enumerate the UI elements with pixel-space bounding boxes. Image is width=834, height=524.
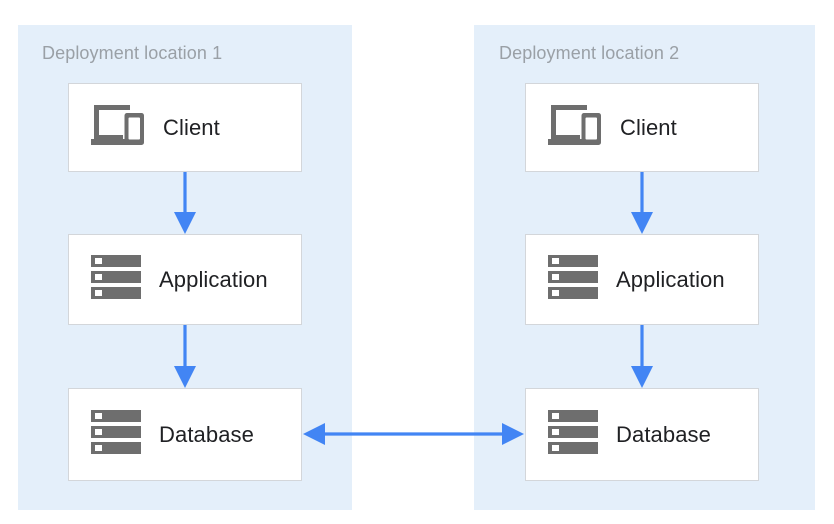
- application-2-label: Application: [616, 266, 725, 292]
- client-2-node[interactable]: Client: [525, 83, 759, 172]
- client-1-label: Client: [163, 114, 220, 140]
- application-1-node[interactable]: Application: [68, 234, 302, 325]
- server-icon: [548, 408, 598, 461]
- database-1-label: Database: [159, 421, 254, 447]
- server-icon: [91, 253, 141, 306]
- deployment-location-2-title: Deployment location 2: [499, 43, 680, 63]
- client-2-label: Client: [620, 114, 677, 140]
- application-1-label: Application: [159, 266, 268, 292]
- application-2-node[interactable]: Application: [525, 234, 759, 325]
- server-icon: [548, 253, 598, 306]
- devices-icon: [91, 101, 145, 154]
- database-2-label: Database: [616, 421, 711, 447]
- deployment-location-1-title: Deployment location 1: [42, 43, 223, 63]
- devices-icon: [548, 101, 602, 154]
- database-1-node[interactable]: Database: [68, 388, 302, 481]
- client-1-node[interactable]: Client: [68, 83, 302, 172]
- database-2-node[interactable]: Database: [525, 388, 759, 481]
- server-icon: [91, 408, 141, 461]
